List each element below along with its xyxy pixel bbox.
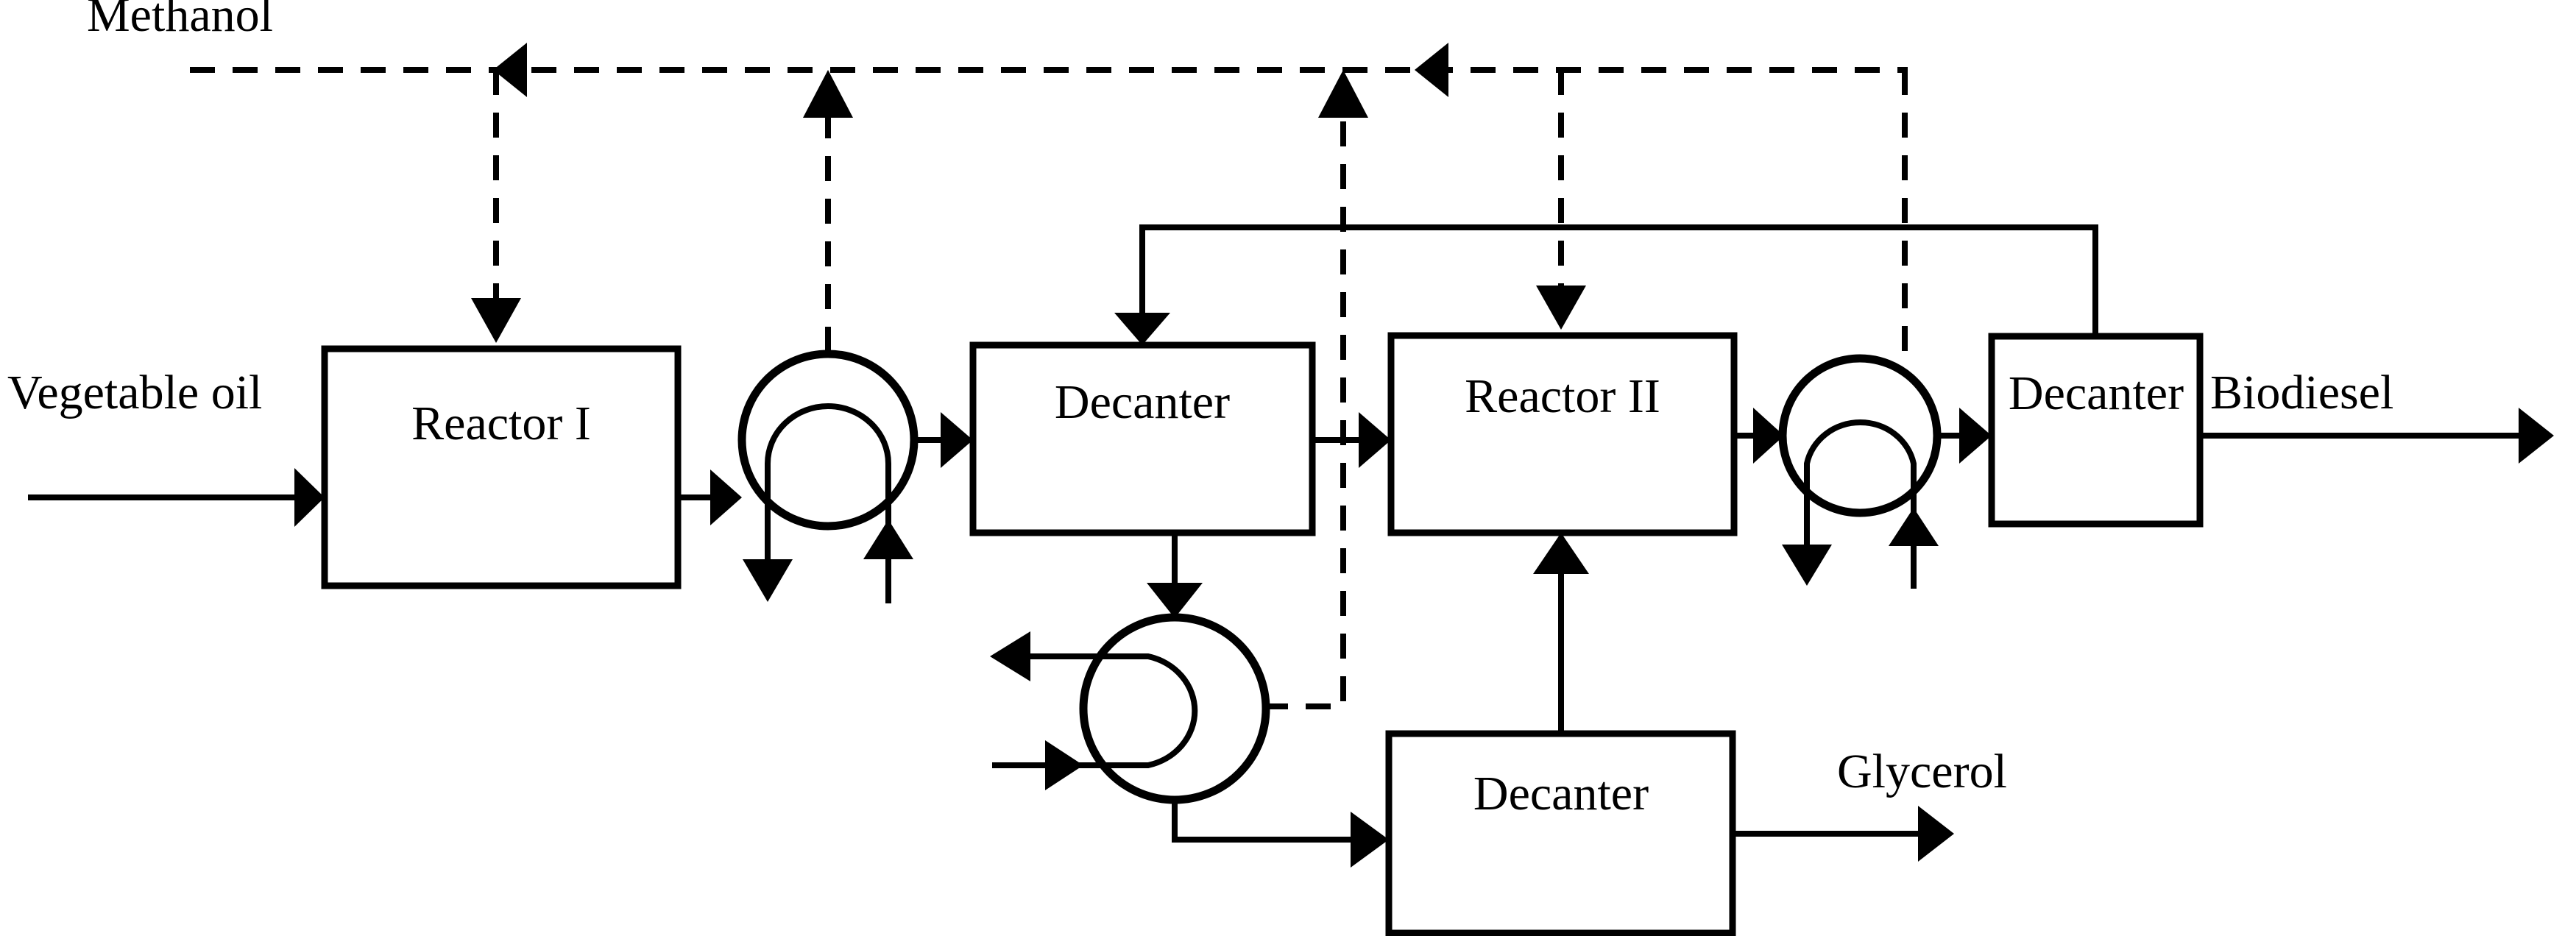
- arrowhead-left: [493, 43, 527, 97]
- arrowhead-down: [1782, 545, 1832, 586]
- stream-methanol-header: [190, 43, 1908, 97]
- washer-arch: [1804, 419, 1917, 515]
- vegetable-oil-label: Vegetable oil: [7, 366, 262, 419]
- stream-biodiesel-product: [2200, 408, 2554, 464]
- stream-methanol-to-reactor1: [471, 70, 521, 343]
- arrowhead-right: [1753, 408, 1784, 464]
- decanter-1-label: Decanter: [1055, 375, 1230, 429]
- stream-washer2-methanol-return: [1263, 70, 1368, 709]
- decanter-2-box[interactable]: [1988, 333, 2204, 528]
- stream-glycerol-product: [1733, 806, 1954, 862]
- stream-reactor1-to-washer1: [678, 469, 742, 525]
- arrowhead-up: [863, 520, 913, 559]
- decanter-3-label: Decanter: [1473, 767, 1649, 820]
- methanol-label: Methanol: [87, 0, 273, 42]
- washer-circle: [1079, 613, 1270, 804]
- washer-3: [1778, 354, 1942, 589]
- unit-decanter-3[interactable]: Decanter: [1385, 730, 1736, 936]
- stream-washer3-to-decanter2: [1937, 408, 1992, 464]
- unit-reactor-2[interactable]: Reactor II: [1387, 332, 1738, 536]
- decanter-3-box[interactable]: [1385, 730, 1736, 936]
- arrowhead-down: [743, 559, 793, 602]
- arrowhead-up: [1533, 533, 1589, 574]
- arrowhead-right: [1045, 740, 1083, 790]
- arrowhead-down: [471, 298, 521, 343]
- biodiesel-label: Biodiesel: [2210, 366, 2393, 419]
- washer-arch: [1079, 653, 1198, 768]
- arrowhead-right: [1359, 412, 1391, 468]
- arrowhead-right: [1351, 812, 1389, 868]
- decanter-1-box[interactable]: [969, 341, 1316, 536]
- arrowhead-left: [1415, 43, 1448, 97]
- arrowhead-right: [710, 469, 742, 525]
- stream-reactor2-to-washer3: [1734, 408, 1784, 464]
- stream-decanter2-recycle: [1114, 224, 2098, 345]
- stream-decanter1-to-washer2: [1147, 533, 1203, 618]
- washer-circle: [1778, 354, 1942, 517]
- reactor-2-box[interactable]: [1387, 332, 1738, 536]
- arrowhead-right: [941, 412, 973, 468]
- unit-decanter-1[interactable]: Decanter: [969, 341, 1316, 536]
- arrowhead-down: [1536, 286, 1586, 330]
- washer-2: [990, 613, 1270, 804]
- stream-decanter3-to-reactor2: [1533, 533, 1589, 734]
- stream-vegetable-oil-feed: [28, 468, 325, 527]
- stream-washer2-to-decanter3: [1172, 801, 1389, 868]
- stream-washer1-to-decanter1: [914, 412, 973, 468]
- arrowhead-right: [2519, 408, 2554, 464]
- decanter-2-label: Decanter: [2009, 366, 2184, 420]
- unit-decanter-2[interactable]: Decanter: [1988, 333, 2204, 528]
- glycerol-label: Glycerol: [1837, 745, 2007, 798]
- stream-decanter1-to-reactor2: [1312, 412, 1391, 468]
- stream-methanol-to-reactor2: [1536, 70, 1586, 330]
- washer-arch: [765, 403, 891, 528]
- arrowhead-down: [1114, 313, 1170, 345]
- unit-reactor-1[interactable]: Reactor I: [321, 345, 682, 589]
- arrowhead-up: [1889, 508, 1939, 546]
- reactor-1-label: Reactor I: [411, 397, 591, 450]
- arrowhead-left: [990, 631, 1030, 681]
- stream-washer1-methanol-return: [803, 70, 853, 352]
- arrowhead-up: [803, 70, 853, 118]
- washer-circle: [737, 350, 919, 531]
- reactor-1-box[interactable]: [321, 345, 682, 589]
- reactor-2-label: Reactor II: [1465, 369, 1660, 423]
- arrowhead-right: [1918, 806, 1954, 862]
- arrowhead-up: [1318, 70, 1368, 118]
- arrowhead-right: [294, 468, 325, 527]
- arrowhead-down: [1147, 583, 1203, 618]
- washer-1: [737, 350, 919, 603]
- arrowhead-right: [1959, 408, 1992, 464]
